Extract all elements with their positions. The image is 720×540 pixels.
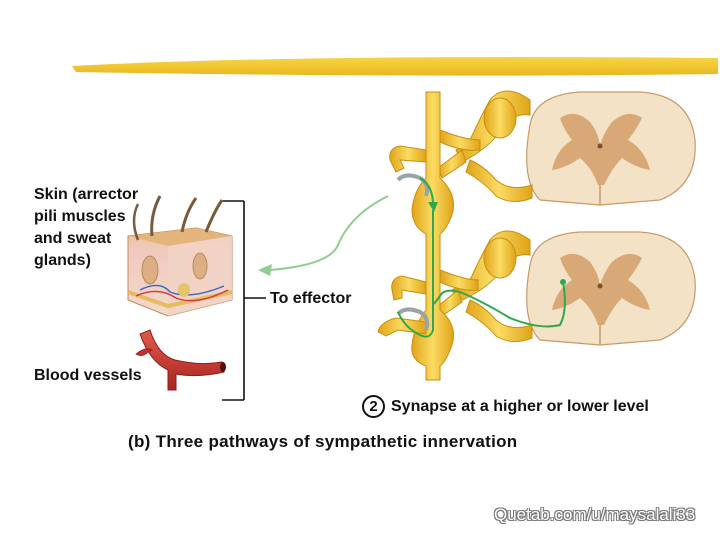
- blood-vessel-illustration: [135, 329, 226, 391]
- sympathetic-chain: [377, 90, 533, 381]
- title-highlight-bar: [72, 57, 718, 76]
- skin-label-line-4: glands): [34, 252, 91, 269]
- skin-block-illustration: [127, 195, 233, 317]
- effector-bracket: [222, 200, 266, 401]
- blood-vessels-label: Blood vessels: [34, 367, 142, 384]
- step-number-badge: 2: [362, 395, 385, 418]
- synapse-label: 2 Synapse at a higher or lower level: [362, 395, 649, 418]
- to-effector-arrow: [269, 195, 389, 271]
- watermark: Quetab.com/u/maysalali33: [494, 505, 696, 524]
- skin-label-line-3: and sweat: [34, 230, 112, 247]
- skin-label-line-2: pili muscles: [34, 208, 126, 225]
- spinal-cord-lower: [526, 231, 696, 346]
- skin-label: Skin (arrector pili muscles and sweat gl…: [34, 184, 164, 272]
- synapse-label-text: Synapse at a higher or lower level: [391, 398, 649, 415]
- figure-caption: (b) Three pathways of sympathetic innerv…: [128, 432, 518, 451]
- skin-label-line-1: Skin (arrector: [34, 186, 139, 203]
- spinal-cord-upper: [526, 91, 696, 206]
- to-effector-label: To effector: [270, 290, 352, 307]
